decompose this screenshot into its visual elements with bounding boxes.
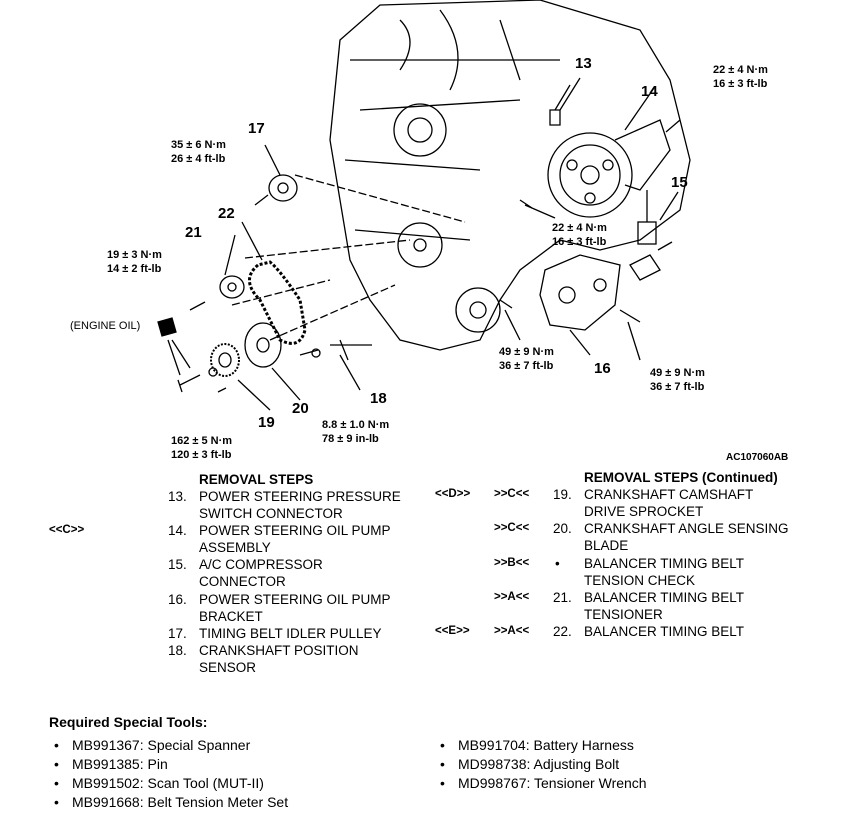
tool-item: •MB991502: Scan Tool (MUT-II) (54, 775, 264, 791)
tool-item: •MD998767: Tensioner Wrench (440, 775, 647, 791)
callout-18: 18 (370, 390, 387, 407)
callout-20: 20 (292, 400, 309, 417)
figure-id: AC107060AB (726, 452, 789, 463)
tool-item: •MB991704: Battery Harness (440, 737, 634, 753)
callout-16: 16 (594, 360, 611, 377)
engine-oil-label: (ENGINE OIL) (70, 320, 141, 332)
removal-steps-title: REMOVAL STEPS (199, 472, 314, 487)
tool-item: •MD998738: Adjusting Bolt (440, 756, 620, 772)
tool-item: •MB991668: Belt Tension Meter Set (54, 794, 289, 810)
tool-item: •MB991367: Special Spanner (54, 737, 251, 753)
callout-17: 17 (248, 120, 265, 137)
special-tools-title: Required Special Tools: (49, 714, 208, 730)
callout-13: 13 (575, 55, 592, 72)
removal-steps-right: REMOVAL STEPS (Continued) <<D>> >>C<< 19… (435, 470, 789, 639)
removal-steps-left: REMOVAL STEPS 13. POWER STEERING PRESSUR… (49, 472, 401, 675)
removal-steps-continued-title: REMOVAL STEPS (Continued) (584, 470, 778, 485)
callout-22: 22 (218, 205, 235, 222)
tool-item: •MB991385: Pin (54, 756, 168, 772)
engine-illustration (157, 0, 691, 411)
callout-14: 14 (641, 83, 658, 100)
callout-21: 21 (185, 224, 202, 241)
callout-19: 19 (258, 414, 275, 431)
exploded-diagram: 13 14 15 16 17 18 19 20 21 22 22 ± 4 N·m… (70, 0, 789, 463)
callout-15: 15 (671, 174, 688, 191)
